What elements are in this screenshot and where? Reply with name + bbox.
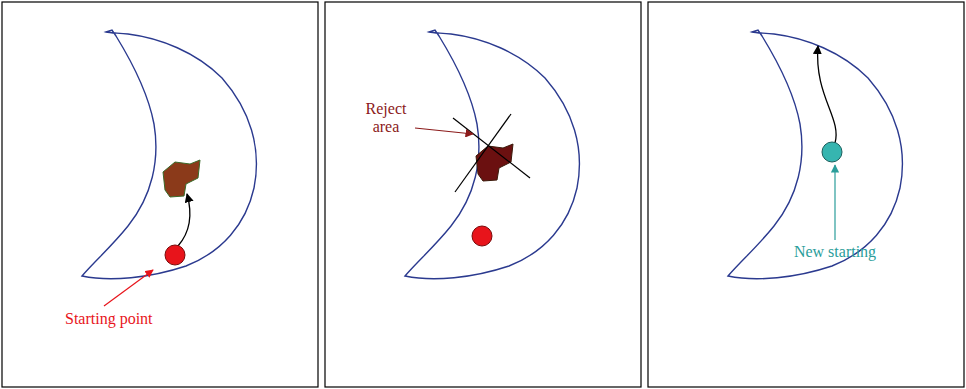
annotation-label: New starting: [775, 243, 895, 261]
panel: [325, 2, 641, 387]
cross-line: [455, 114, 511, 192]
annotation-label: Starting point: [65, 310, 225, 328]
new-start-point: [822, 142, 842, 162]
path-arrow: [818, 46, 837, 143]
panel-frame: [648, 2, 964, 387]
panel: [648, 2, 964, 387]
start-point: [165, 245, 185, 265]
panel-frame: [325, 2, 641, 387]
start-point: [472, 226, 492, 246]
lesion: [476, 144, 513, 181]
organ-outline: [405, 30, 579, 279]
panel: [2, 2, 318, 387]
leader-line: [104, 270, 153, 306]
path-arrow: [178, 194, 190, 246]
leader-line: [415, 128, 473, 134]
organ-outline: [728, 30, 902, 279]
lesion: [163, 160, 200, 197]
leader-line: [834, 165, 835, 240]
panel-frame: [2, 2, 318, 387]
organ-outline: [82, 30, 256, 279]
cross-line: [453, 118, 530, 178]
annotation-label: Reject area: [356, 100, 416, 137]
